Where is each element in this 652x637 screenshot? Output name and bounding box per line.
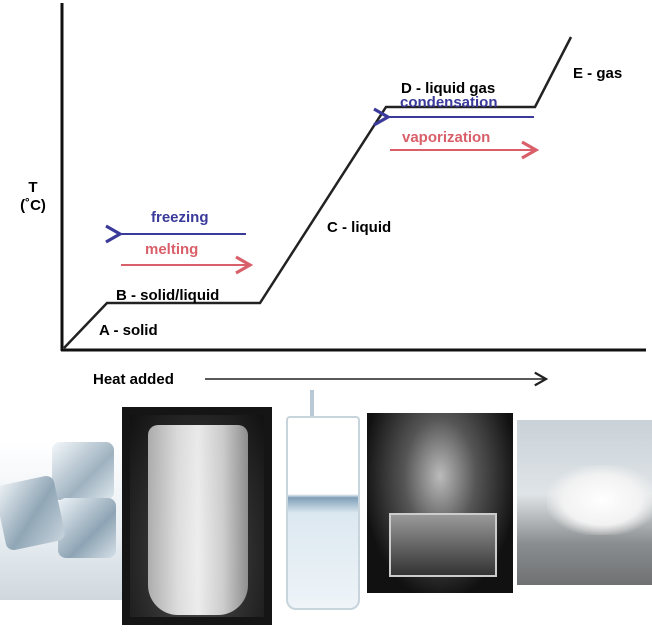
- label-d-liquid-gas: D - liquid gas: [401, 80, 495, 97]
- y-axis-label-t: T: [28, 179, 37, 196]
- y-axis-label-unit: (˚C): [20, 197, 46, 214]
- label-condensation: condensation: [400, 94, 498, 111]
- label-a-solid: A - solid: [99, 322, 158, 339]
- label-b-solid-liquid: B - solid/liquid: [116, 287, 219, 304]
- heating-curve: [63, 36, 573, 349]
- label-e-gas: E - gas: [573, 65, 622, 82]
- photo-gas-cloud: [517, 420, 652, 585]
- x-axis-label: Heat added: [93, 371, 174, 388]
- label-freezing: freezing: [151, 209, 209, 226]
- photo-ice-cubes: [0, 440, 124, 600]
- label-melting: melting: [145, 241, 198, 258]
- label-c-liquid: C - liquid: [327, 219, 391, 236]
- photo-glass-of-ice-water: [122, 407, 272, 625]
- photo-steaming-water: [367, 413, 513, 593]
- photo-glass-of-water: [282, 390, 360, 612]
- label-vaporization: vaporization: [402, 129, 490, 146]
